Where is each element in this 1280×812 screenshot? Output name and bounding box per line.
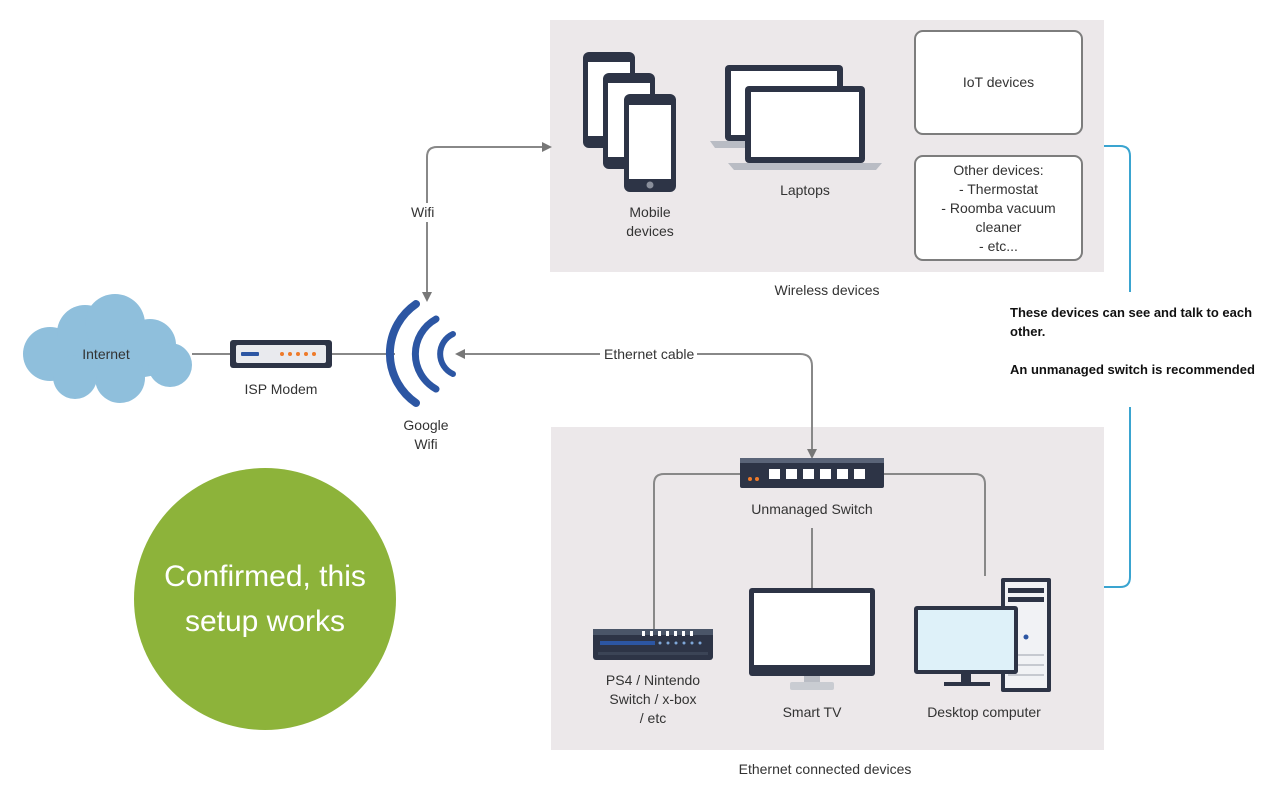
ethernet-cable-to-switch <box>695 353 817 459</box>
iot-devices-box: IoT devices <box>914 30 1083 135</box>
laptops-icon <box>710 65 882 170</box>
devices-note: These devices can see and talk to each o… <box>1010 303 1265 398</box>
wireless-devices-group-label: Wireless devices <box>774 282 880 298</box>
modem-icon <box>230 340 332 368</box>
connector-lines <box>192 142 986 630</box>
smart-tv-icon <box>749 588 875 690</box>
mobile-devices-icon <box>583 52 676 192</box>
wifi-link-up <box>426 142 552 226</box>
wifi-signal-icon <box>385 300 456 407</box>
ethernet-cable-label: Ethernet cable <box>601 345 698 364</box>
devices-note-line1: These devices can see and talk to each o… <box>1010 305 1253 339</box>
switch-icon <box>740 458 884 488</box>
iot-devices-label: IoT devices <box>962 74 1035 90</box>
wifi-edge-label: Wifi <box>408 203 438 222</box>
devices-note-line2: An unmanaged switch is recommended <box>1010 362 1255 377</box>
ethernet-devices-group-label: Ethernet connected devices <box>738 761 912 777</box>
google-wifi-label: Google Wifi <box>403 417 449 452</box>
consoles-label: PS4 / Nintendo Switch / x-box / etc <box>605 672 701 726</box>
laptops-label: Laptops <box>780 182 830 198</box>
unmanaged-switch-label: Unmanaged Switch <box>751 501 873 517</box>
other-devices-box: Other devices: - Thermostat - Roomba vac… <box>914 155 1083 261</box>
desktop-computer-label: Desktop computer <box>927 704 1041 720</box>
smart-tv-label: Smart TV <box>782 704 842 720</box>
internet-label: Internet <box>82 346 130 362</box>
cloud-icon <box>23 294 192 403</box>
switch-to-console-line <box>653 473 740 630</box>
confirmed-status-text: Confirmed, this setup works <box>164 560 366 638</box>
mobile-devices-label: Mobile devices <box>626 204 674 239</box>
confirmed-status-badge: Confirmed, this setup works <box>134 468 396 730</box>
desktop-computer-icon <box>914 578 1051 692</box>
other-devices-label: Other devices: - Thermostat - Roomba vac… <box>941 161 1056 254</box>
group-bracket <box>1104 145 1131 588</box>
isp-modem-label: ISP Modem <box>244 381 318 397</box>
console-icon <box>593 629 713 660</box>
switch-to-desktop-line <box>884 473 986 576</box>
